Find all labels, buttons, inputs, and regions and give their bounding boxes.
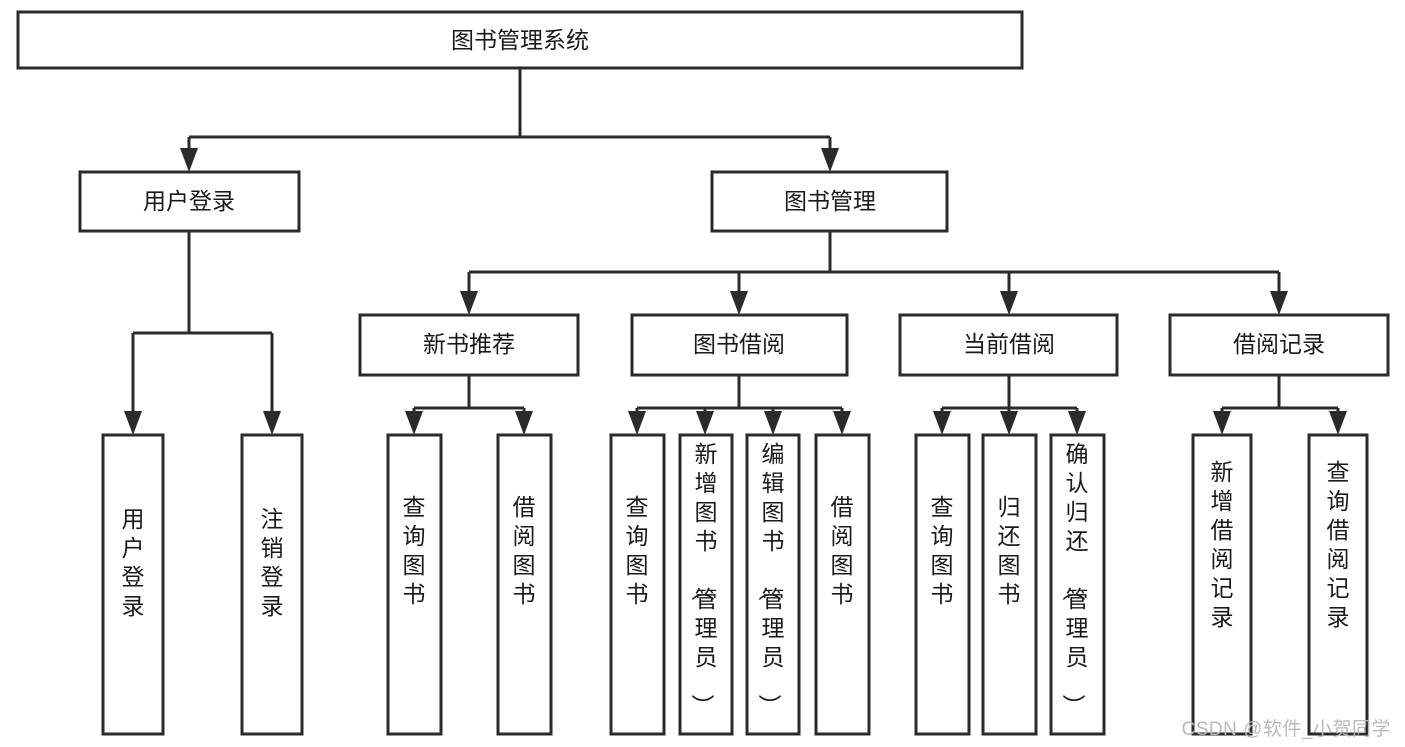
node-book-borrow-box[interactable] — [630, 313, 849, 377]
leaf-confirm-return-label: 确认归还（管理员） — [1061, 441, 1089, 717]
arrow-to-leaf-confirm-return-icon — [1068, 411, 1086, 435]
connector-group-user-login — [124, 231, 281, 435]
leaf-query-book-1-label: 查询图书 — [403, 494, 426, 607]
leaf-confirm-return-box[interactable] — [1049, 433, 1106, 736]
leaf-return-book-box[interactable] — [981, 433, 1038, 736]
leaf-query-record-label: 查询借阅记录 — [1327, 459, 1350, 630]
leaf-borrow-book-1[interactable]: 借阅图书 — [496, 433, 553, 736]
connector-group-root — [180, 68, 839, 172]
leaf-query-book-1[interactable]: 查询图书 — [386, 433, 443, 736]
node-current-borrow-box[interactable] — [898, 313, 1119, 377]
node-user-login[interactable]: 用户登录 — [78, 170, 301, 233]
node-root[interactable]: 图书管理系统 — [16, 10, 1024, 70]
arrow-to-leaf-return-book-icon — [1000, 411, 1018, 435]
node-book-borrow[interactable]: 图书借阅 — [630, 313, 849, 377]
connector-group-book-mgmt — [460, 231, 1288, 315]
leaf-borrow-book-1-box[interactable] — [496, 433, 553, 736]
arrow-to-book-borrow-icon — [730, 291, 748, 315]
node-book-management-box[interactable] — [710, 170, 949, 233]
leaf-borrow-book-2[interactable]: 借阅图书 — [814, 433, 871, 736]
arrow-to-borrow-record-icon — [1270, 291, 1288, 315]
leaf-borrow-book-2-label: 借阅图书 — [831, 494, 854, 607]
leaf-add-book[interactable]: 新增图书（管理员） — [678, 433, 734, 736]
leaf-return-book-label: 归还图书 — [998, 494, 1021, 607]
connector-group-borrow-record — [1213, 375, 1347, 435]
node-user-login-label: 用户登录 — [143, 188, 235, 214]
node-current-borrow[interactable]: 当前借阅 — [898, 313, 1119, 377]
leaf-user-login-label: 用户登录 — [122, 506, 145, 619]
node-book-management[interactable]: 图书管理 — [710, 170, 949, 233]
leaf-query-book-1-box[interactable] — [386, 433, 443, 736]
leaf-return-book[interactable]: 归还图书 — [981, 433, 1038, 736]
arrow-to-leaf-add-record-icon — [1213, 411, 1231, 435]
node-root-label: 图书管理系统 — [451, 27, 589, 53]
node-current-borrow-label: 当前借阅 — [963, 331, 1055, 357]
connector-group-new-book — [405, 375, 533, 435]
arrow-to-leaf-query-book-2-icon — [628, 411, 646, 435]
node-new-book-recommend-label: 新书推荐 — [423, 331, 515, 357]
node-book-management-label: 图书管理 — [784, 188, 876, 214]
node-borrow-record-label: 借阅记录 — [1233, 331, 1325, 357]
leaf-confirm-return[interactable]: 确认归还（管理员） — [1049, 433, 1106, 736]
leaf-query-book-2-label: 查询图书 — [626, 494, 649, 607]
node-new-book-recommend-box[interactable] — [358, 313, 580, 377]
leaf-query-book-3[interactable]: 查询图书 — [914, 433, 971, 736]
leaf-query-book-3-label: 查询图书 — [931, 494, 954, 607]
leaf-query-book-2[interactable]: 查询图书 — [609, 433, 666, 736]
leaf-user-login-box[interactable] — [101, 433, 165, 736]
leaf-logout[interactable]: 注销登录 — [240, 433, 304, 736]
leaf-query-book-3-box[interactable] — [914, 433, 971, 736]
connector-group-book-borrow — [628, 375, 851, 435]
leaf-borrow-book-2-box[interactable] — [814, 433, 871, 736]
arrow-to-leaf-borrow-book-1-icon — [515, 411, 533, 435]
node-borrow-record[interactable]: 借阅记录 — [1168, 313, 1390, 377]
leaf-logout-box[interactable] — [240, 433, 304, 736]
arrow-to-book-mgmt-icon — [821, 148, 839, 172]
leaf-user-login[interactable]: 用户登录 — [101, 433, 165, 736]
arrow-to-leaf-borrow-book-2-icon — [833, 411, 851, 435]
leaf-add-book-label: 新增图书（管理员） — [690, 441, 718, 717]
arrow-to-leaf-query-book-1-icon — [405, 411, 423, 435]
leaf-add-record-box[interactable] — [1191, 433, 1253, 736]
arrow-to-user-login-icon — [180, 148, 198, 172]
leaf-query-record[interactable]: 查询借阅记录 — [1307, 433, 1369, 736]
node-borrow-record-box[interactable] — [1168, 313, 1390, 377]
leaf-logout-label: 注销登录 — [261, 506, 284, 619]
arrow-to-new-book-icon — [460, 291, 478, 315]
leaf-borrow-book-1-label: 借阅图书 — [513, 494, 536, 607]
node-root-box[interactable] — [16, 10, 1024, 70]
arrow-to-leaf-user-login-icon — [124, 411, 142, 435]
arrow-to-leaf-logout-icon — [263, 411, 281, 435]
arrow-to-leaf-edit-book-icon — [764, 411, 782, 435]
arrow-to-leaf-query-record-icon — [1329, 411, 1347, 435]
leaf-query-book-2-box[interactable] — [609, 433, 666, 736]
node-new-book-recommend[interactable]: 新书推荐 — [358, 313, 580, 377]
node-user-login-box[interactable] — [78, 170, 301, 233]
leaf-query-record-box[interactable] — [1307, 433, 1369, 736]
leaf-add-record-label: 新增借阅记录 — [1211, 459, 1234, 630]
leaf-add-record[interactable]: 新增借阅记录 — [1191, 433, 1253, 736]
leaf-edit-book[interactable]: 编辑图书（管理员） — [745, 433, 801, 736]
arrow-to-leaf-add-book-icon — [696, 411, 714, 435]
arrow-to-current-borrow-icon — [1000, 291, 1018, 315]
arrow-to-leaf-query-book-3-icon — [933, 411, 951, 435]
connector-group-current-borrow — [933, 375, 1086, 435]
node-book-borrow-label: 图书借阅 — [693, 331, 785, 357]
leaf-edit-book-box[interactable] — [745, 433, 801, 736]
leaf-add-book-box[interactable] — [678, 433, 734, 736]
leaf-edit-book-label: 编辑图书（管理员） — [757, 441, 785, 717]
